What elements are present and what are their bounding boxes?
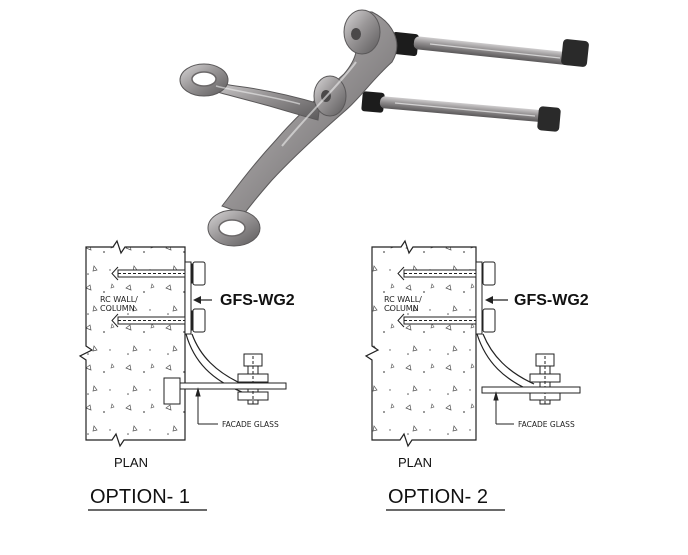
anchor-bolts-opt2: [397, 261, 535, 393]
product-code-label: GFS-WG2: [514, 292, 589, 309]
product-code-label: GFS-WG2: [220, 292, 295, 309]
wall-label-line1: RC WALL/: [100, 295, 138, 304]
callout-arrow-opt1: [193, 296, 212, 304]
lower-anchor-rod: [361, 91, 561, 132]
glass-label: FACADE GLASS: [222, 420, 279, 429]
facade-glass-opt2: [481, 386, 581, 425]
upper-anchor-rod: [391, 31, 589, 67]
glass-label: FACADE GLASS: [518, 420, 575, 429]
option-title: OPTION- 1: [90, 486, 190, 508]
option-title: OPTION- 2: [388, 486, 488, 508]
callout-arrow-opt2: [485, 296, 508, 304]
spider-fitting-illustration: [179, 9, 589, 247]
rc-wall: [78, 239, 186, 448]
wall-label-line2: COLUMN: [384, 304, 419, 313]
plan-label: PLAN: [114, 455, 148, 470]
glass-fitting-opt1: [237, 353, 269, 405]
glass-fitting-opt2: [529, 353, 561, 405]
facade-glass-opt1: [163, 377, 287, 425]
option-2-drawing: RC WALL/ COLUMN FACADE GLASS GFS-WG2 PLA…: [364, 239, 589, 511]
wall-label-line2: COLUMN: [100, 304, 135, 313]
plan-label: PLAN: [398, 455, 432, 470]
wall-label-line1: RC WALL/: [384, 295, 422, 304]
rc-wall: [364, 239, 477, 448]
option-1-drawing: RC WALL/ COLUMN FACADE GLASS GFS-WG2 PLA…: [78, 239, 295, 511]
